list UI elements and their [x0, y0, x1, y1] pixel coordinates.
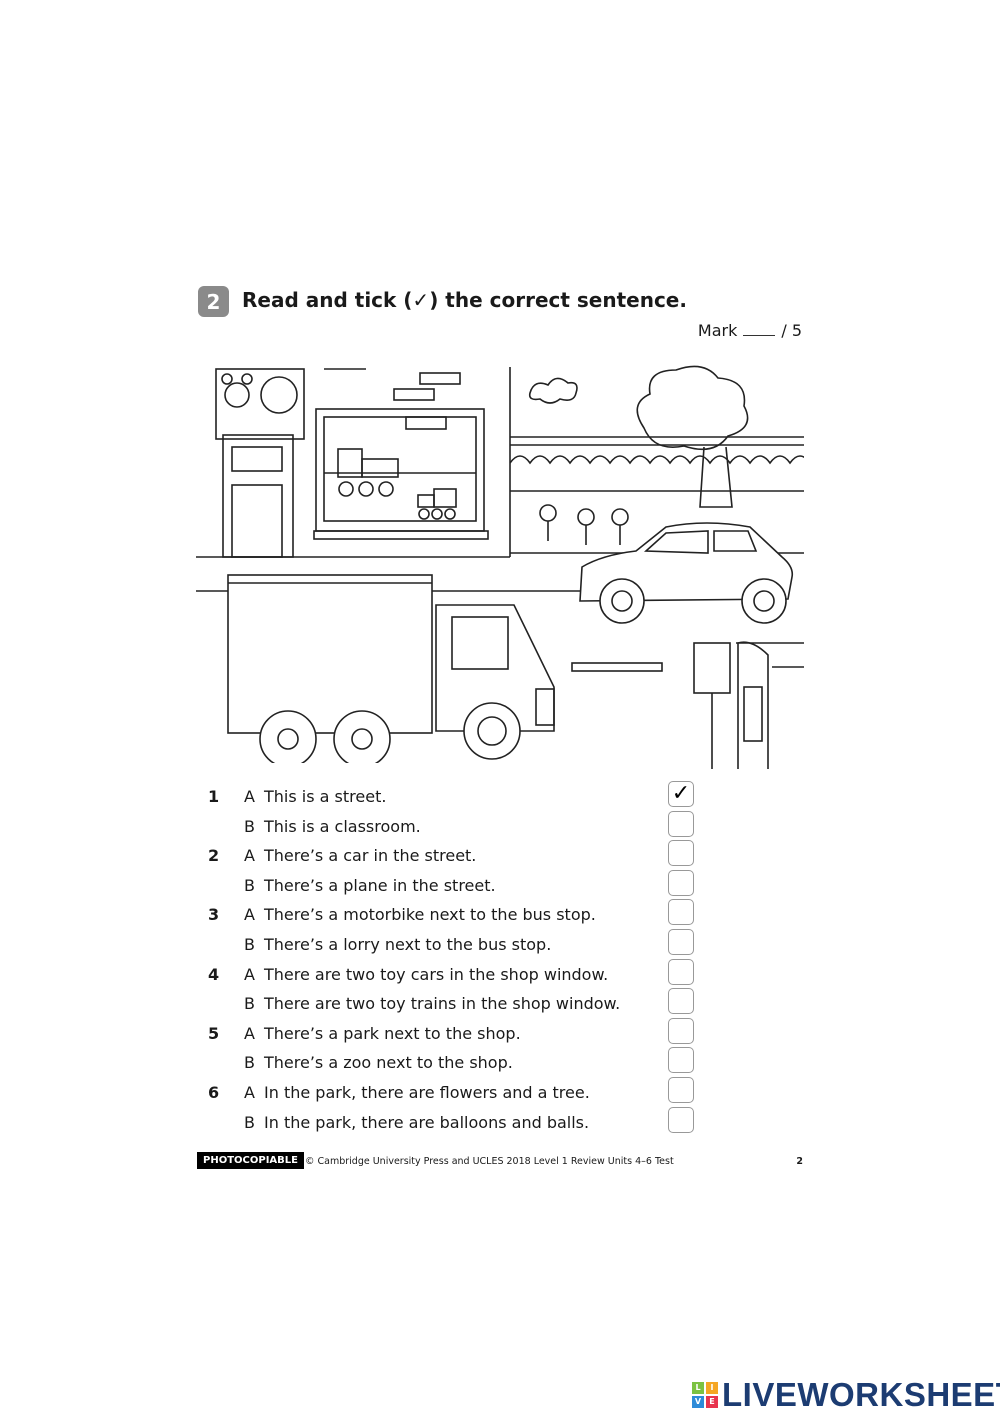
question-option-row: 2 A There’s a car in the street.: [0, 840, 1000, 874]
question-option-row: B There are two toy trains in the shop wi…: [0, 988, 1000, 1022]
tick-checkbox[interactable]: [668, 929, 694, 955]
logo-letter-tile: V: [692, 1396, 704, 1408]
bus: [737, 641, 769, 769]
option-text: There are two toy cars in the shop windo…: [264, 964, 609, 984]
street-illustration: [196, 365, 804, 771]
option-text: There are two toy trains in the shop win…: [264, 994, 621, 1014]
option-letter: B: [244, 816, 255, 836]
lorry: [227, 574, 433, 734]
tick-checkbox[interactable]: [668, 810, 694, 837]
option-text: This is a classroom.: [264, 816, 421, 836]
footer: PHOTOCOPIABLE © Cambridge University Pre…: [197, 1152, 803, 1171]
road-marking: [571, 662, 663, 672]
option-letter: B: [244, 994, 255, 1014]
tick-checkbox[interactable]: [668, 1077, 694, 1103]
page-number: 2: [796, 1156, 803, 1167]
tick-checkbox[interactable]: [668, 1106, 694, 1133]
logo-letter-tile: E: [706, 1396, 718, 1408]
question-number: 4: [208, 964, 220, 984]
option-text: In the park, there are flowers and a tre…: [264, 1083, 590, 1102]
tick-checkbox[interactable]: ✓: [668, 781, 694, 807]
option-letter: B: [244, 1112, 255, 1132]
logo-letter-tile: I: [706, 1382, 718, 1394]
question-number: 1: [208, 787, 220, 806]
mark-label: Mark: [697, 321, 738, 340]
tick-checkbox[interactable]: [668, 869, 694, 896]
option-text: There’s a zoo next to the shop.: [264, 1053, 513, 1073]
question-option-row: B There’s a lorry next to the bus stop.: [0, 929, 1000, 963]
toy-poster: [215, 368, 305, 440]
flowers: [539, 504, 629, 545]
bus-stop-sign: [693, 642, 731, 694]
question-option-row: B This is a classroom.: [0, 810, 1000, 845]
mark-total: / 5: [781, 321, 802, 340]
question-option-row: B There’s a plane in the street.: [0, 869, 1000, 904]
question-option-row: 5 A There’s a park next to the shop.: [0, 1017, 1000, 1052]
option-letter: A: [244, 905, 255, 925]
question-number: 2: [208, 846, 220, 866]
question-option-row: B In the park, there are balloons and bal…: [0, 1106, 1000, 1141]
question-option-row: 4 A There are two toy cars in the shop win…: [0, 958, 1000, 993]
option-letter: A: [244, 846, 255, 866]
option-letter: B: [244, 935, 255, 954]
tick-checkbox[interactable]: [668, 840, 694, 867]
question-option-row: B There’s a zoo next to the shop.: [0, 1047, 1000, 1081]
option-letter: A: [244, 787, 255, 806]
tick-checkbox[interactable]: [668, 1017, 694, 1044]
tick-checkbox[interactable]: [668, 988, 694, 1015]
option-text: This is a street.: [264, 787, 387, 806]
option-letter: B: [244, 1053, 255, 1073]
shop-window: [315, 408, 485, 532]
option-text: There’s a car in the street.: [264, 846, 477, 866]
exercise-title: Read and tick (✓) the correct sentence.: [242, 288, 687, 312]
tree: [636, 365, 749, 451]
cloud: [528, 377, 578, 404]
logo-letter-tile: L: [692, 1382, 704, 1394]
tick-checkbox[interactable]: [668, 958, 694, 985]
option-text: In the park, there are balloons and ball…: [264, 1112, 590, 1132]
tick-checkbox[interactable]: [668, 899, 694, 926]
tick-mark-icon: ✓: [671, 781, 691, 806]
option-letter: A: [244, 964, 255, 984]
option-text: There’s a plane in the street.: [264, 875, 496, 895]
liveworksheets-watermark: LIVE LIVEWORKSHEETS: [692, 1376, 1000, 1414]
option-letter: A: [244, 1023, 255, 1043]
exercise-number-badge: 2: [198, 286, 229, 317]
tick-checkbox[interactable]: [668, 1047, 694, 1074]
question-option-row: 1 A This is a street. ✓: [0, 781, 1000, 815]
question-number: 5: [208, 1023, 220, 1043]
option-letter: A: [244, 1083, 255, 1102]
brand-name: LIVEWORKSHEETS: [722, 1376, 1000, 1413]
mark-field: Mark / 5: [698, 321, 802, 340]
photocopiable-badge: PHOTOCOPIABLE: [197, 1152, 304, 1169]
question-number: 3: [208, 905, 220, 925]
option-text: There’s a lorry next to the bus stop.: [264, 935, 552, 954]
copyright-text: © Cambridge University Press and UCLES 2…: [305, 1156, 674, 1167]
question-option-row: 6 A In the park, there are flowers and a t…: [0, 1077, 1000, 1111]
question-option-row: 3 A There’s a motorbike next to the bus st…: [0, 899, 1000, 933]
option-text: There’s a motorbike next to the bus stop…: [264, 905, 596, 925]
question-number: 6: [208, 1083, 220, 1102]
mark-blank[interactable]: [743, 335, 776, 336]
option-letter: B: [244, 875, 255, 895]
option-text: There’s a park next to the shop.: [264, 1023, 521, 1043]
ball-icon: [260, 376, 298, 414]
